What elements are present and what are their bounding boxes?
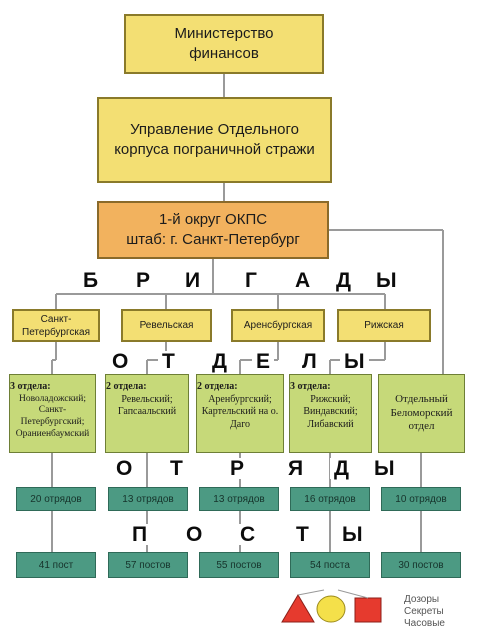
department-head: 2 отдела:	[106, 381, 147, 392]
brigade-label: Санкт-Петербургская	[22, 313, 90, 338]
section-letter: Т	[166, 458, 187, 479]
post-box: 57 постов	[108, 552, 188, 578]
legend-label-sentries: Часовые	[404, 618, 445, 629]
legend-icons	[281, 589, 382, 623]
department-text: Отдельный Беломорский отдел	[390, 392, 453, 433]
department-box: 2 отдела: Ревельский; Гапсаальский	[105, 374, 189, 453]
post-box: 55 постов	[199, 552, 279, 578]
detachment-box: 13 отрядов	[199, 487, 279, 511]
section-letter: Б	[79, 270, 103, 291]
okrug-title: 1-й округ ОКПС	[158, 210, 268, 228]
secret-circle-icon	[316, 595, 346, 623]
department-box: 3 отдела: Новоладожский; Санкт-Петербург…	[9, 374, 96, 453]
section-letter: П	[128, 524, 152, 545]
brigade-label: Аренсбургская	[243, 320, 313, 331]
brigade-box: Санкт-Петербургская	[12, 309, 100, 342]
legend-labels: Дозоры Секреты Часовые	[404, 594, 445, 630]
department-box: 3 отдела: Рижский; Виндавский; Либавский	[289, 374, 372, 453]
okrug-node: 1-й округ ОКПС штаб: г. Санкт-Петербург	[97, 201, 329, 259]
brigade-label: Ревельская	[139, 320, 194, 331]
ministry-label: Министерство финансов	[174, 24, 274, 62]
section-letter: О	[112, 458, 137, 479]
detachment-count: 10 отрядов	[395, 493, 447, 505]
post-count: 55 постов	[216, 559, 262, 571]
legend-connector	[297, 589, 325, 596]
section-letter: Р	[226, 458, 249, 479]
section-letter: Я	[284, 458, 308, 479]
ministry-node: Министерство финансов	[124, 14, 324, 74]
section-letter: Ы	[370, 458, 399, 479]
detachment-count: 20 отрядов	[30, 493, 82, 505]
post-box: 54 поста	[290, 552, 370, 578]
detachment-box: 10 отрядов	[381, 487, 461, 511]
department-text: Рижский; Виндавский; Либавский	[303, 393, 358, 430]
department-text: Аренбургский; Картельский на о. Даго	[201, 393, 279, 430]
legend-label-secrets: Секреты	[404, 606, 444, 617]
section-letter: Д	[208, 351, 231, 372]
section-letter: Р	[132, 270, 155, 291]
brigade-box: Ревельская	[121, 309, 212, 342]
section-letter: О	[108, 351, 133, 372]
section-letter: Е	[252, 351, 275, 372]
post-count: 57 постов	[125, 559, 171, 571]
section-letter: Л	[298, 351, 321, 372]
section-letter: Ы	[338, 524, 367, 545]
okrug-hq: штаб: г. Санкт-Петербург	[126, 231, 300, 248]
section-letter: И	[181, 270, 205, 291]
section-letter: Д	[332, 270, 355, 291]
detachment-count: 13 отрядов	[122, 493, 174, 505]
department-head: 3 отдела:	[290, 381, 331, 392]
section-letter: Д	[330, 458, 353, 479]
legend-connector	[337, 589, 369, 599]
section-letter: Г	[241, 270, 261, 291]
department-head: 2 отдела:	[197, 381, 238, 392]
section-letter: А	[291, 270, 315, 291]
department-text: Новоладожский; Санкт-Петербургский; Оран…	[15, 393, 90, 440]
directorate-label: Управление Отдельного корпуса погранично…	[114, 120, 315, 158]
legend-label-patrols: Дозоры	[404, 594, 440, 605]
section-letter: Т	[158, 351, 179, 372]
post-count: 30 постов	[398, 559, 444, 571]
detachment-count: 16 отрядов	[304, 493, 356, 505]
detachment-count: 13 отрядов	[213, 493, 265, 505]
brigade-label: Рижская	[364, 320, 404, 331]
section-letter: О	[182, 524, 207, 545]
section-letter: Ы	[340, 351, 369, 372]
patrol-triangle-icon	[281, 594, 315, 623]
department-box: Отдельный Беломорский отдел	[378, 374, 465, 453]
department-text: Ревельский; Гапсаальский	[117, 393, 177, 418]
brigade-box: Аренсбургская	[231, 309, 325, 342]
post-box: 41 пост	[16, 552, 96, 578]
section-letter: Т	[292, 524, 313, 545]
section-letter: Ы	[372, 270, 401, 291]
detachment-box: 16 отрядов	[290, 487, 370, 511]
directorate-node: Управление Отдельного корпуса погранично…	[97, 97, 332, 183]
detachment-box: 13 отрядов	[108, 487, 188, 511]
detachment-box: 20 отрядов	[16, 487, 96, 511]
post-count: 54 поста	[310, 559, 350, 571]
department-head: 3 отдела:	[10, 381, 51, 392]
sentry-square-icon	[354, 597, 382, 623]
post-box: 30 постов	[381, 552, 461, 578]
post-count: 41 пост	[38, 559, 74, 571]
brigade-box: Рижская	[337, 309, 431, 342]
department-box: 2 отдела: Аренбургский; Картельский на о…	[196, 374, 284, 453]
section-letter: С	[236, 524, 260, 545]
